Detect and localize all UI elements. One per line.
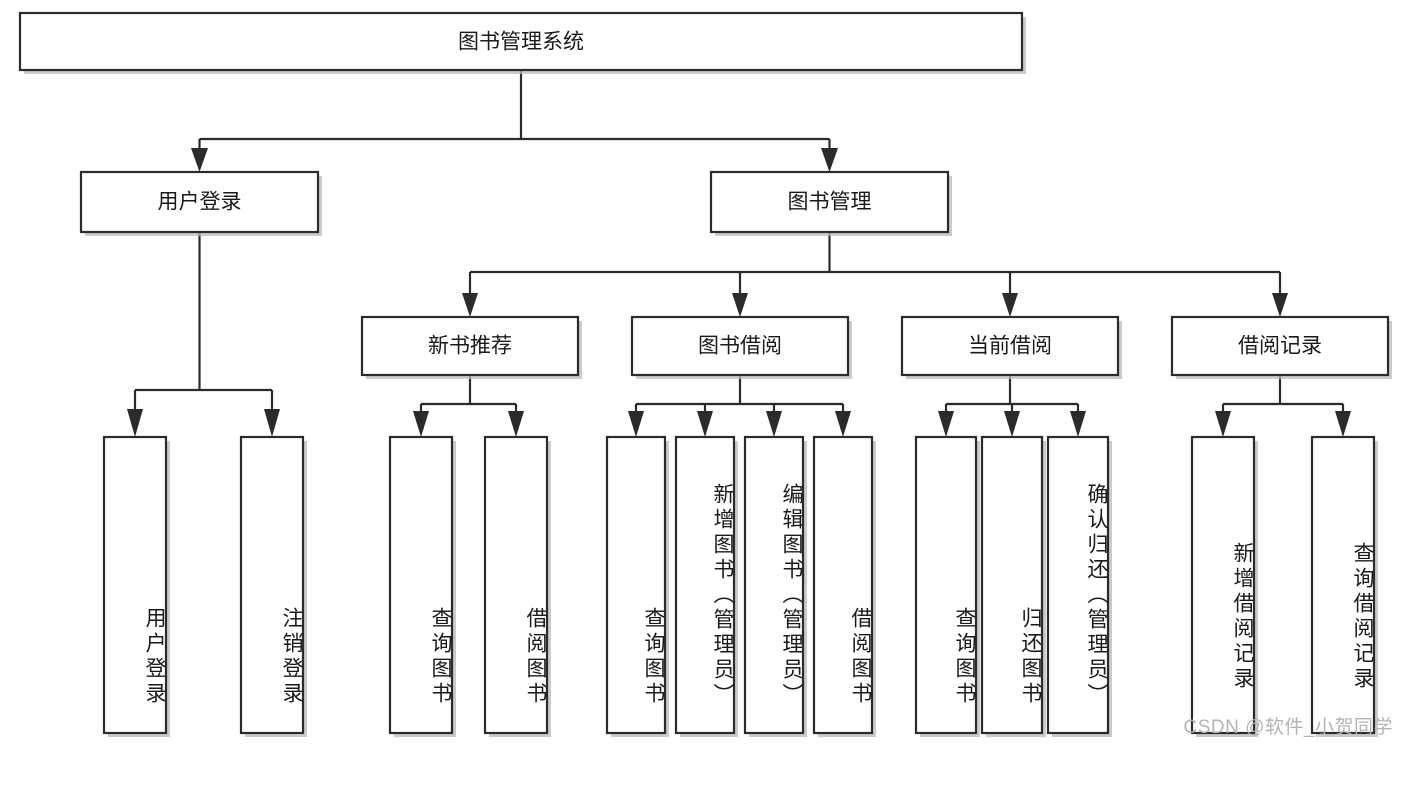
node-label-borrow-record: 借阅记录 [1238,335,1322,358]
diagram-canvas: 图书管理系统 用户登录 图书管理 新书推荐 [18,11,1393,738]
arrow-to-new-book-recommend [462,293,478,317]
node-leaf-query-book-rec[interactable] [388,435,456,737]
node-label-current-borrow: 当前借阅 [968,335,1052,358]
arrow-to-borrow-record [1272,293,1288,317]
hierarchy-tree-svg: 图书管理系统 用户登录 图书管理 新书推荐 [18,11,1392,737]
node-borrow-record[interactable]: 借阅记录 [1170,315,1392,379]
connector-lines [133,70,1345,412]
node-current-borrow[interactable]: 当前借阅 [900,315,1122,379]
arrow-to-leaf-query-record [1335,411,1351,437]
node-label-new-book-recommend: 新书推荐 [428,335,512,358]
node-leaf-query-record[interactable] [1310,435,1378,737]
node-leaf-query-book-cur[interactable] [914,435,980,737]
node-leaf-edit-book[interactable] [743,435,807,737]
arrow-heads [127,148,1351,437]
node-label-book-manage: 图书管理 [788,191,872,214]
node-leaf-return-book[interactable] [980,435,1046,737]
node-leaf-add-book[interactable] [674,435,738,737]
arrow-to-leaf-borrow-book-rec [508,411,524,437]
node-label-book-borrow: 图书借阅 [698,335,782,358]
node-leaf-add-record[interactable] [1190,435,1258,737]
node-user-login[interactable]: 用户登录 [79,170,322,236]
arrow-to-leaf-query-book-rec [413,411,429,437]
node-leaf-user-login[interactable] [102,435,170,737]
arrow-to-book-manage [821,148,838,172]
arrow-to-leaf-confirm-return [1070,411,1086,437]
node-label-root: 图书管理系统 [458,31,584,54]
arrow-to-book-borrow [732,293,748,317]
arrow-to-leaf-add-book [697,411,713,437]
node-leaf-borrow-book[interactable] [812,435,876,737]
csdn-watermark: CSDN @软件_小贺同学 [1183,717,1393,738]
arrow-to-leaf-user-login [127,409,143,437]
node-leaf-query-book-borrow[interactable] [605,435,669,737]
arrow-to-leaf-add-record [1215,411,1231,437]
node-new-book-recommend[interactable]: 新书推荐 [360,315,582,379]
arrow-to-leaf-return-book [1004,411,1020,437]
arrow-to-current-borrow [1002,293,1018,317]
arrow-to-leaf-query-book-borrow [628,411,644,437]
node-book-manage[interactable]: 图书管理 [709,170,952,236]
arrow-to-user-login [191,148,208,172]
arrow-to-leaf-logout [264,409,280,437]
node-leaf-borrow-book-rec[interactable] [483,435,551,737]
node-label-user-login: 用户登录 [158,191,242,214]
arrow-to-leaf-query-book-cur [938,411,954,437]
node-boxes: 图书管理系统 用户登录 图书管理 新书推荐 [18,11,1392,737]
arrow-to-leaf-edit-book [766,411,782,437]
node-leaf-confirm-return[interactable] [1046,435,1112,737]
arrow-to-leaf-borrow-book [835,411,851,437]
node-leaf-logout[interactable] [239,435,307,737]
node-book-borrow[interactable]: 图书借阅 [630,315,852,379]
node-root-system[interactable]: 图书管理系统 [18,11,1026,74]
